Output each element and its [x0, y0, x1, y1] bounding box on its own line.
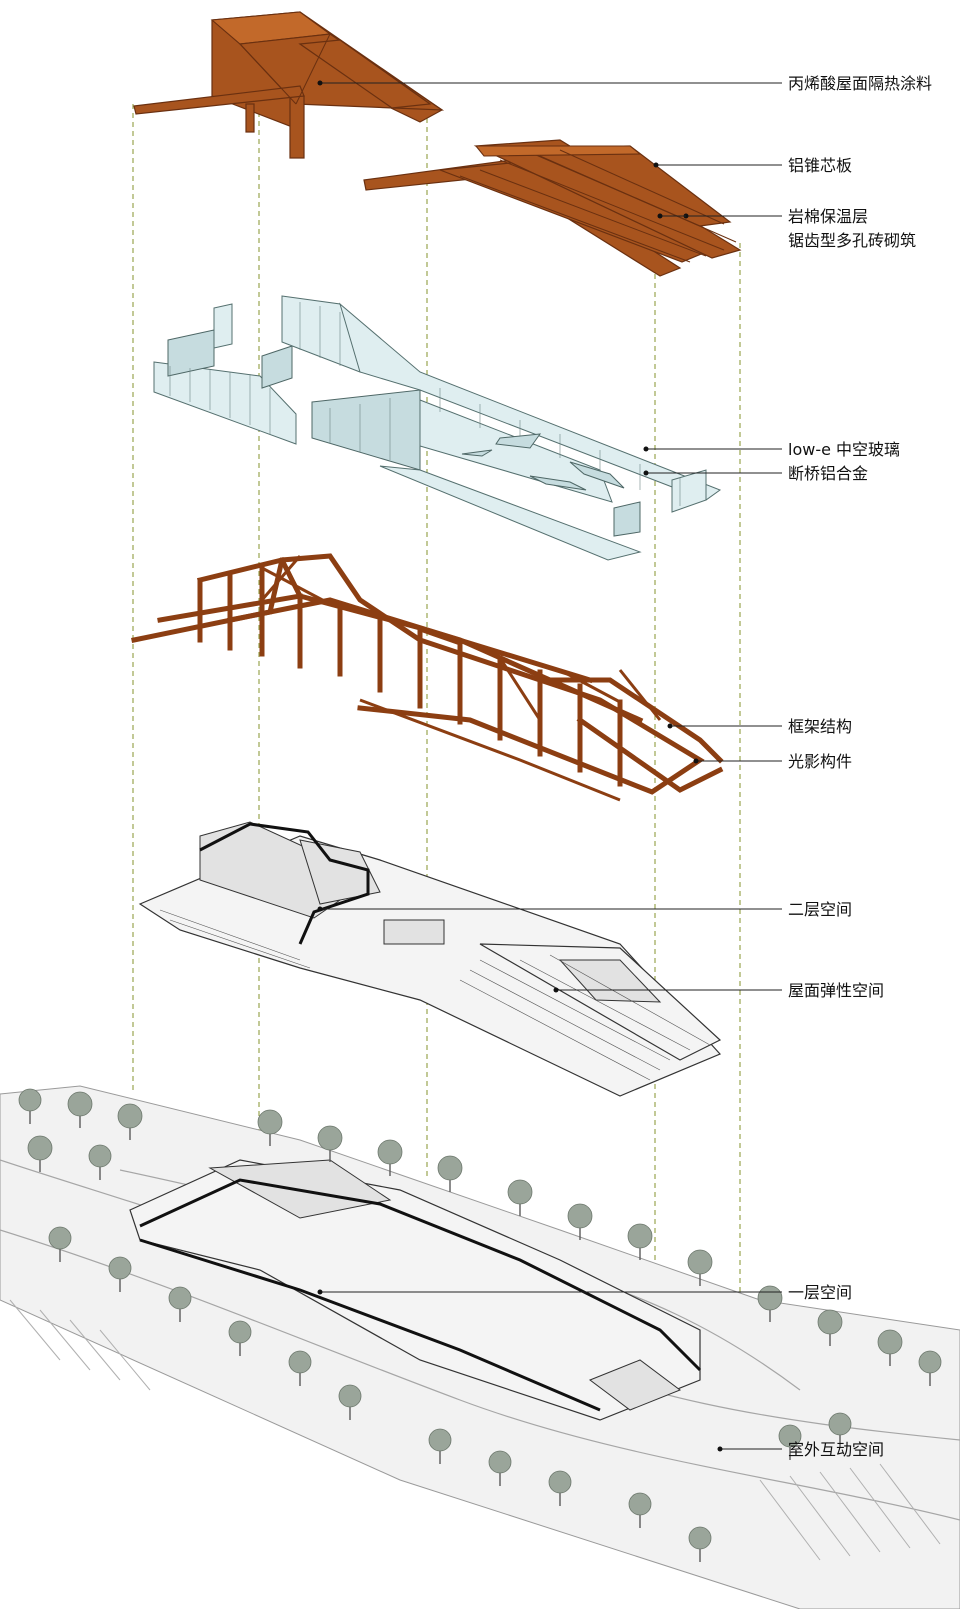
callout-roof-flexible-label: 屋面弹性空间 [788, 981, 884, 1000]
tree [828, 1412, 852, 1448]
roof-ribs [459, 149, 737, 263]
callout-roof-coating-label: 丙烯酸屋面隔热涂料 [788, 74, 932, 93]
tree [488, 1450, 512, 1486]
parking-stalls [9, 1299, 941, 1561]
callout-frame-structure-label: 框架结构 [788, 717, 852, 736]
callout-outdoor-interactive-label: 室外互动空间 [788, 1440, 884, 1459]
roof-layer-left [133, 11, 445, 159]
tree [257, 1109, 283, 1146]
callout-first-floor-label: 一层空间 [788, 1283, 852, 1302]
roof-layer-right [363, 139, 742, 277]
callout-thermal-break: 断桥铝合金 [643, 464, 868, 483]
tree [428, 1428, 452, 1464]
tree [117, 1103, 143, 1140]
tree [567, 1203, 593, 1240]
tree [628, 1492, 652, 1528]
callout-aluminum-core-label: 铝锥芯板 [788, 156, 852, 175]
tree [317, 1125, 343, 1162]
callout-rockwool-label: 岩棉保温层 [788, 207, 868, 226]
tree [507, 1179, 533, 1216]
frame-braces [260, 555, 662, 721]
frame-structure-layer [131, 553, 724, 802]
callout-first-floor: 一层空间 [317, 1283, 852, 1302]
second-floor-layer [138, 821, 722, 1097]
tree [88, 1144, 112, 1180]
tree [168, 1286, 192, 1322]
callout-sawtooth-brick-label: 锯齿型多孔砖砌筑 [788, 231, 916, 250]
tree [918, 1350, 942, 1386]
tree [877, 1329, 903, 1366]
tree [228, 1320, 252, 1356]
callout-second-floor-label: 二层空间 [788, 900, 852, 919]
callout-roof-coating: 丙烯酸屋面隔热涂料 [317, 74, 932, 93]
tree [437, 1155, 463, 1192]
callout-sawtooth-brick: 锯齿型多孔砖砌筑 [657, 213, 916, 250]
tree [338, 1384, 362, 1420]
callout-roof-flexible: 屋面弹性空间 [553, 981, 884, 1000]
callout-low-e-glass-label: low-e 中空玻璃 [788, 440, 900, 459]
tree [548, 1470, 572, 1506]
callout-outdoor-interactive: 室外互动空间 [717, 1440, 884, 1459]
frame-columns [197, 565, 623, 787]
callout-rockwool: 岩棉保温层 [683, 207, 868, 226]
callout-aluminum-core: 铝锥芯板 [653, 156, 852, 175]
callouts: 丙烯酸屋面隔热涂料 铝锥芯板 岩棉保温层 锯齿型多孔砖砌筑 low-e 中空玻璃… [317, 74, 932, 1459]
tree [778, 1424, 802, 1460]
callout-second-floor: 二层空间 [317, 900, 852, 919]
callout-thermal-break-label: 断桥铝合金 [788, 464, 868, 483]
tree [18, 1088, 42, 1124]
tree [627, 1223, 653, 1260]
tree [377, 1139, 403, 1176]
callout-light-shadow: 光影构件 [693, 752, 852, 771]
tree [687, 1249, 713, 1286]
callout-light-shadow-label: 光影构件 [788, 752, 852, 771]
tree [288, 1350, 312, 1386]
tree [67, 1091, 93, 1128]
tree [108, 1256, 132, 1292]
skylight-openings [461, 433, 625, 491]
glazing-mullions [169, 302, 681, 506]
tree [27, 1135, 53, 1172]
callout-low-e-glass: low-e 中空玻璃 [643, 440, 900, 459]
floor-hatching [159, 909, 711, 1081]
glazing-layer [153, 295, 722, 561]
tree [817, 1309, 843, 1346]
site-plan-layer [0, 1085, 960, 1609]
tree [688, 1526, 712, 1562]
tree [48, 1226, 72, 1262]
site-trees [18, 1088, 942, 1562]
callout-frame-structure: 框架结构 [667, 717, 852, 736]
